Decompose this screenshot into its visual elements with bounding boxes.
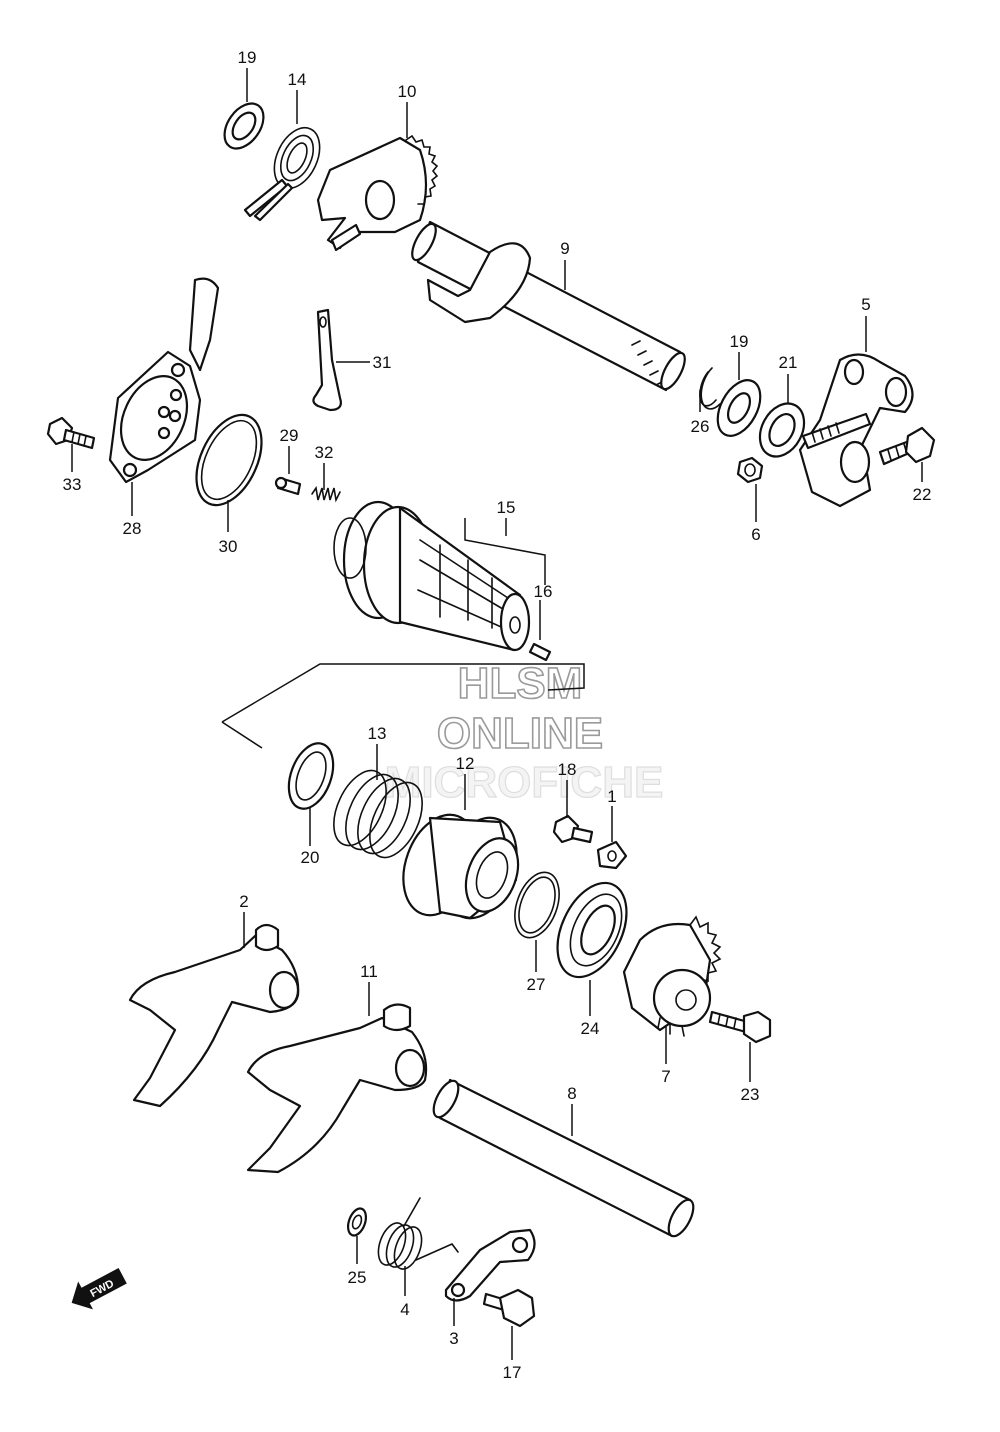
callout-4: 4 (400, 1300, 409, 1319)
callout-24: 24 (581, 1019, 600, 1038)
callout-labels: 19 14 10 9 5 19 21 31 26 22 6 29 32 33 2… (63, 48, 932, 1382)
callout-3: 3 (449, 1329, 458, 1348)
callout-31: 31 (373, 353, 392, 372)
callout-13: 13 (368, 724, 387, 743)
callout-30: 30 (219, 537, 238, 556)
callout-17: 17 (503, 1363, 522, 1382)
part-2-shift-fork (128, 923, 300, 1108)
leader-lines (71, 68, 923, 1360)
part-28-cover (108, 277, 220, 484)
callout-5: 5 (861, 295, 870, 314)
callout-11: 11 (360, 962, 378, 981)
part-5-shift-arm (798, 353, 914, 508)
fwd-arrow-icon: FWD (71, 1267, 127, 1310)
part-30-o-ring (195, 413, 263, 507)
part-20-washer (287, 742, 335, 810)
callout-32: 32 (315, 443, 334, 462)
watermark: HLSM ONLINE MICROFICHE (384, 658, 664, 807)
part-14-return-spring (243, 126, 321, 222)
callout-23: 23 (741, 1085, 760, 1104)
watermark-line2: ONLINE (437, 709, 603, 758)
callout-12: 12 (456, 754, 475, 773)
part-24-bearing (556, 881, 628, 979)
part-31-clip (312, 308, 342, 412)
callout-16: 16 (534, 582, 553, 601)
callout-21: 21 (779, 353, 798, 372)
callout-18: 18 (558, 760, 577, 779)
callout-25: 25 (348, 1268, 367, 1287)
callout-28: 28 (123, 519, 142, 538)
watermark-line1: HLSM (458, 659, 583, 708)
part-17-bolt (482, 1288, 536, 1328)
callout-6: 6 (751, 525, 760, 544)
callout-27: 27 (527, 975, 546, 994)
part-12-cam-plate (402, 813, 520, 920)
part-16-pin (528, 642, 552, 662)
part-3-stopper-arm (444, 1228, 536, 1302)
part-6-nut (736, 456, 764, 484)
callout-20: 20 (301, 848, 320, 867)
callout-8: 8 (567, 1084, 576, 1103)
part-23-bolt (708, 1010, 772, 1044)
part-18-screw (552, 814, 594, 844)
callout-2: 2 (239, 892, 248, 911)
part-4-spring (377, 1197, 459, 1270)
fwd-label: FWD (88, 1278, 116, 1300)
part-29-pin (274, 476, 302, 496)
part-10-shift-sector (316, 134, 439, 252)
part-19-washer-upper (223, 102, 265, 150)
part-9-gearshift-shaft (411, 220, 686, 392)
part-1-nut (596, 840, 628, 870)
callout-19-lower: 19 (730, 332, 749, 351)
callout-29: 29 (280, 426, 299, 445)
part-26-circlip (699, 367, 721, 410)
part-8-fork-shaft (432, 1078, 695, 1238)
part-11-shift-fork (246, 1003, 428, 1174)
part-19-washer-lower (716, 379, 762, 437)
part-33-screw (46, 416, 96, 450)
callout-10: 10 (398, 82, 417, 101)
watermark-line3: MICROFICHE (385, 758, 664, 807)
part-7-gear (622, 915, 722, 1037)
part-22-bolt (878, 426, 936, 466)
part-15-shift-cam (333, 500, 531, 652)
callout-14: 14 (288, 70, 307, 89)
callout-1: 1 (607, 787, 616, 806)
part-32-spring (311, 485, 341, 503)
callout-15: 15 (497, 498, 516, 517)
callout-22: 22 (913, 485, 932, 504)
part-21-oil-seal (758, 402, 806, 458)
part-27-circlip (514, 871, 560, 939)
callout-9: 9 (560, 239, 569, 258)
callout-19-upper: 19 (238, 48, 257, 67)
part-25-washer (346, 1207, 368, 1237)
callout-33: 33 (63, 475, 82, 494)
callout-7: 7 (661, 1067, 670, 1086)
callout-26: 26 (691, 417, 710, 436)
